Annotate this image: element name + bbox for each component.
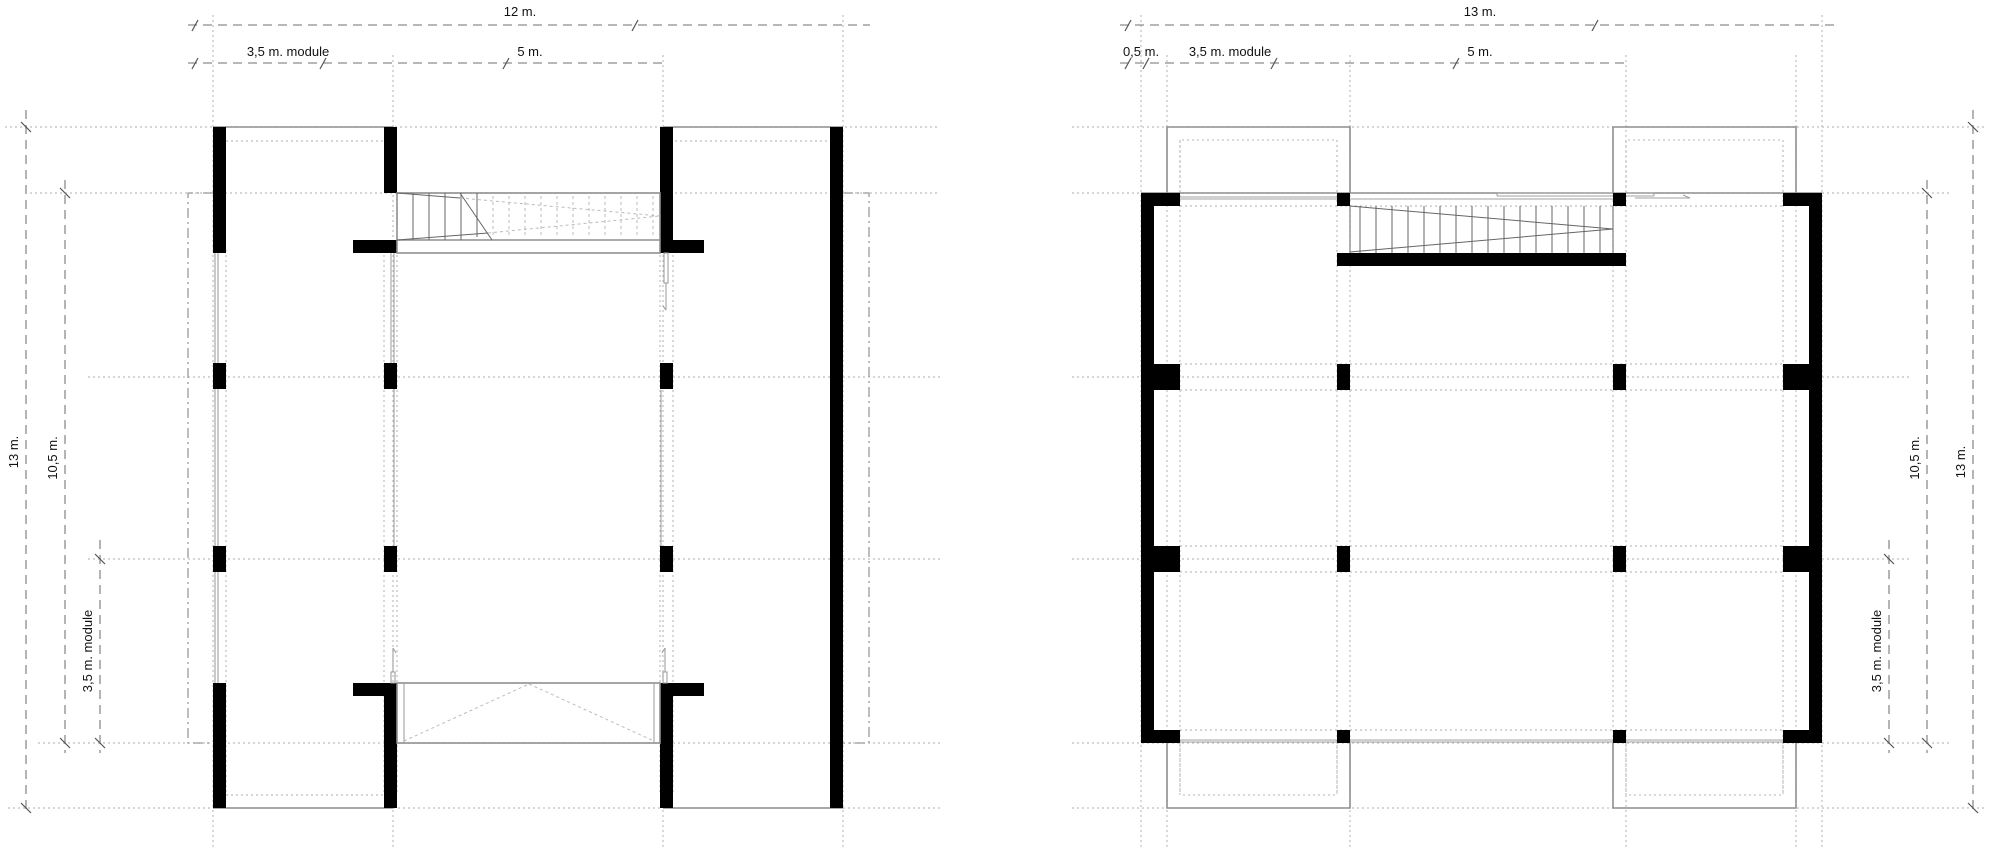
left-overhang-outline <box>187 192 213 744</box>
left-total-depth-label: 13 m. <box>6 436 21 469</box>
left-bottom-void <box>396 682 661 744</box>
right-glazing <box>1141 192 1822 743</box>
left-door-swings <box>390 252 669 684</box>
left-inner-depth-label: 10,5 m. <box>45 436 60 479</box>
left-grid-lines <box>5 15 940 849</box>
right-top-dimensions <box>1120 19 1840 70</box>
right-offset-label: 0,5 m. <box>1123 44 1159 59</box>
right-plan: 13 m. 0,5 m. 3,5 m. module 5 m. 10,5 m. … <box>1072 4 1985 849</box>
right-side-dimensions <box>1883 110 1979 815</box>
left-top-dimensions <box>188 19 870 70</box>
left-walls <box>213 127 843 808</box>
left-stair <box>396 192 661 254</box>
right-inner-depth-label: 10,5 m. <box>1907 436 1922 479</box>
right-total-width-label: 13 m. <box>1464 4 1497 19</box>
left-total-width-label: 12 m. <box>504 4 537 19</box>
right-stair <box>1349 205 1614 253</box>
left-side-dimensions <box>20 110 106 815</box>
right-total-depth-label: 13 m. <box>1953 446 1968 479</box>
right-module-vertical-label: 3,5 m. module <box>1869 610 1884 692</box>
right-overhang-outline <box>843 192 870 744</box>
left-glazing <box>214 253 662 685</box>
right-module-label: 3,5 m. module <box>1189 44 1271 59</box>
right-balconies <box>1166 126 1797 809</box>
left-module-vertical-label: 3,5 m. module <box>80 610 95 692</box>
right-walls <box>1141 193 1822 743</box>
left-module-label: 3,5 m. module <box>247 44 329 59</box>
left-plan: 12 m. 3,5 m. module 5 m. 13 m. 10,5 m. 3… <box>5 4 940 849</box>
left-bay-label: 5 m. <box>517 44 542 59</box>
right-bay-label: 5 m. <box>1467 44 1492 59</box>
